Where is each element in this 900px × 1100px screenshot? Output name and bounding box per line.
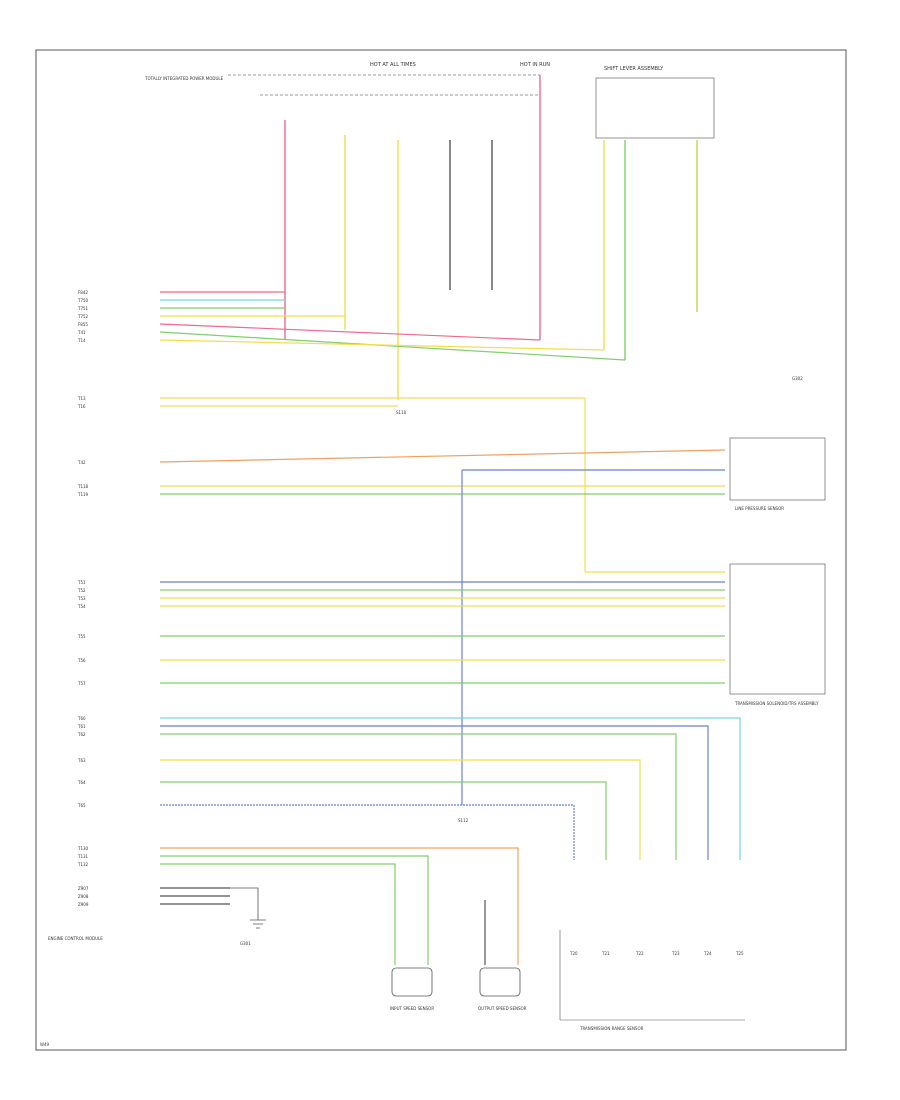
svg-text:T23: T23 — [671, 951, 680, 956]
svg-text:T52: T52 — [77, 588, 86, 593]
svg-text:T62: T62 — [77, 732, 86, 737]
svg-text:T56: T56 — [77, 658, 86, 663]
ecm-label: ENGINE CONTROL MODULE — [48, 936, 103, 941]
c3-label-1: T118 — [77, 484, 89, 489]
circuit-block-1 — [159, 291, 626, 361]
svg-text:T60: T60 — [77, 716, 86, 721]
splice-1-label: S110 — [396, 410, 407, 415]
speed-sensor-connectors — [394, 900, 519, 965]
circuit-block-3 — [159, 449, 726, 805]
svg-text:T130: T130 — [77, 846, 89, 851]
svg-text:T21: T21 — [601, 951, 610, 956]
svg-text:T61: T61 — [77, 724, 86, 729]
svg-text:T25: T25 — [735, 951, 744, 956]
circuit-block-2 — [160, 397, 725, 573]
shift-lever-box — [595, 77, 715, 139]
svg-text:T41: T41 — [77, 330, 86, 335]
c2-label-0: T13 — [77, 396, 86, 401]
bottom-connectors: TRANSMISSION RANGE SENSOR T20 T21 T22 T2… — [559, 930, 745, 1031]
svg-text:T55: T55 — [77, 634, 86, 639]
c2-label-1: T16 — [77, 404, 86, 409]
svg-text:T751: T751 — [77, 306, 89, 311]
input-speed-label: INPUT SPEED SENSOR — [390, 1006, 434, 1011]
svg-text:T63: T63 — [77, 758, 86, 763]
c3-label-2: T119 — [77, 492, 89, 497]
svg-text:Z909: Z909 — [78, 902, 89, 907]
svg-text:T752: T752 — [77, 314, 89, 319]
circuit-block-1-labels: F842 T750 T751 T752 F855 T41 T14 — [77, 290, 89, 343]
svg-text:T131: T131 — [77, 854, 89, 859]
shift-lever-label: SHIFT LEVER ASSEMBLY — [604, 66, 664, 72]
svg-text:T54: T54 — [77, 604, 86, 609]
pressure-sensor-box — [729, 437, 826, 501]
tipm-label: TOTALLY INTEGRATED POWER MODULE — [144, 76, 224, 81]
svg-text:T65: T65 — [77, 803, 86, 808]
svg-text:T132: T132 — [77, 862, 89, 867]
top-vertical-feeders — [284, 75, 698, 400]
ground-symbol-left — [230, 887, 266, 929]
circuit-block-5-labels: T60 T61 T62 T63 T64 T65 — [77, 716, 86, 808]
svg-text:Z907: Z907 — [78, 886, 89, 891]
input-speed-sensor — [391, 967, 433, 997]
footer-code: W49 — [40, 1042, 50, 1047]
splice-2-label: S112 — [458, 818, 469, 823]
ground-left-label: G301 — [240, 941, 251, 946]
c3-label-0: T42 — [77, 460, 86, 465]
svg-text:T64: T64 — [77, 780, 86, 785]
circuit-block-4-labels: T51 T52 T53 T54 T55 T56 T57 — [77, 580, 86, 686]
fuse-label-b: HOT IN RUN — [520, 62, 550, 68]
circuit-block-6-labels: T130 T131 T132 Z907 Z908 Z909 — [77, 846, 89, 907]
circuit-block-6 — [160, 847, 519, 905]
svg-text:Z908: Z908 — [78, 894, 89, 899]
svg-text:T750: T750 — [77, 298, 89, 303]
circuit-block-4 — [160, 581, 725, 684]
output-speed-label: OUTPUT SPEED SENSOR — [478, 1006, 527, 1011]
svg-text:F855: F855 — [78, 322, 88, 327]
svg-text:F842: F842 — [78, 290, 88, 295]
svg-text:T24: T24 — [703, 951, 712, 956]
trans-range-label: TRANSMISSION RANGE SENSOR — [579, 1026, 644, 1031]
diagram-frame — [35, 49, 847, 1051]
solenoid-box — [729, 563, 826, 695]
solenoid-box-label: TRANSMISSION SOLENOID/TRS ASSEMBLY — [734, 701, 819, 706]
svg-text:T14: T14 — [77, 338, 86, 343]
svg-text:T22: T22 — [635, 951, 644, 956]
svg-text:T20: T20 — [569, 951, 578, 956]
pressure-sensor-label: LINE PRESSURE SENSOR — [735, 506, 784, 511]
svg-text:T57: T57 — [77, 681, 86, 686]
svg-text:T51: T51 — [77, 580, 86, 585]
circuit-block-5 — [160, 717, 741, 860]
fuse-label-a: HOT AT ALL TIMES — [370, 62, 416, 68]
ground-right-label: G302 — [792, 376, 803, 381]
svg-text:T53: T53 — [77, 596, 86, 601]
output-speed-sensor — [479, 967, 521, 997]
